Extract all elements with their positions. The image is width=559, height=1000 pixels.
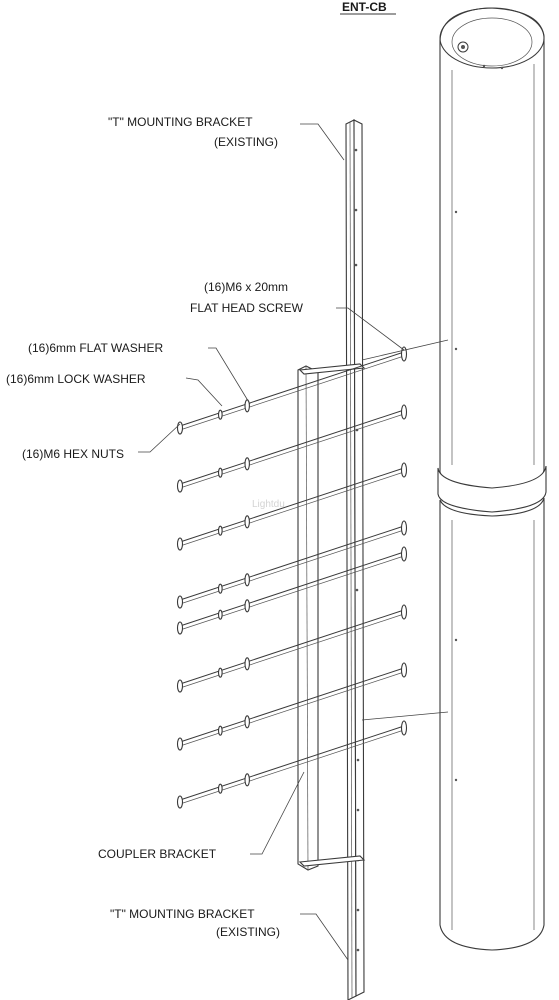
leader-t-bracket-top (300, 123, 345, 161)
leader-lock-washer (185, 377, 223, 407)
label-lock-washer: (16)6mm LOCK WASHER (6, 372, 146, 386)
bolt-set-5 (176, 546, 408, 635)
model-title: ENT-CB (342, 0, 387, 14)
lock-washer (217, 667, 223, 678)
bolt-sets (176, 346, 408, 809)
bolt-set-6 (176, 604, 408, 693)
label-coupler-bracket: COUPLER BRACKET (98, 847, 217, 861)
flat-head-screw (400, 546, 408, 562)
leader-coupler-bracket (250, 771, 305, 855)
hex-nut (176, 537, 184, 551)
flat-washer (244, 515, 250, 529)
flat-washer (244, 715, 250, 729)
watermark: Lightdu (252, 499, 285, 510)
hex-nut (176, 679, 184, 693)
leader-hex-nuts (138, 423, 181, 453)
hex-nut (176, 621, 184, 635)
coupler-bracket (297, 363, 366, 871)
flat-washer (244, 599, 250, 613)
flat-washer (244, 773, 250, 787)
bolt-set-3 (176, 462, 408, 551)
t-mounting-bracket (345, 119, 365, 1000)
label-t-bracket-top-line1: "T" MOUNTING BRACKET (108, 115, 253, 129)
attach-line-bottom (361, 711, 449, 721)
label-hex-nuts: (16)M6 HEX NUTS (22, 447, 124, 461)
hex-nut (176, 737, 184, 751)
leader-flat-washer (208, 347, 251, 405)
label-screw-line2: FLAT HEAD SCREW (190, 301, 304, 315)
hex-nut (176, 421, 184, 435)
flat-head-screw (400, 404, 408, 420)
flat-head-screw (400, 604, 408, 620)
hex-nut (176, 479, 184, 493)
lock-washer (217, 783, 223, 794)
hex-nut (176, 795, 184, 809)
bolt-set-2 (176, 404, 408, 493)
lock-washer (217, 725, 223, 736)
lock-washer (217, 409, 223, 420)
flat-head-screw (400, 520, 408, 536)
label-t-bracket-bottom-line1: "T" MOUNTING BRACKET (110, 907, 255, 921)
leader-t-bracket-bottom (300, 913, 349, 961)
leader-screw (336, 307, 405, 351)
attach-line-top (361, 339, 449, 361)
flat-washer (244, 573, 250, 587)
lock-washer (217, 583, 223, 594)
flat-head-screw (400, 720, 408, 736)
label-t-bracket-bottom-line2: (EXISTING) (216, 925, 280, 939)
hex-nut (176, 595, 184, 609)
flat-head-screw (400, 462, 408, 478)
bolt-set-4 (176, 520, 408, 609)
flat-head-screw (400, 662, 408, 678)
lock-washer (217, 609, 223, 620)
lock-washer (217, 525, 223, 536)
flat-washer (244, 657, 250, 671)
label-t-bracket-top-line2: (EXISTING) (214, 135, 278, 149)
bolt-set-7 (176, 662, 408, 751)
label-flat-washer: (16)6mm FLAT WASHER (28, 341, 163, 355)
bolt-set-8 (176, 720, 408, 809)
lock-washer (217, 467, 223, 478)
column-speaker (437, 7, 547, 951)
flat-washer (244, 457, 250, 471)
label-screw-line1: (16)M6 x 20mm (204, 280, 288, 294)
